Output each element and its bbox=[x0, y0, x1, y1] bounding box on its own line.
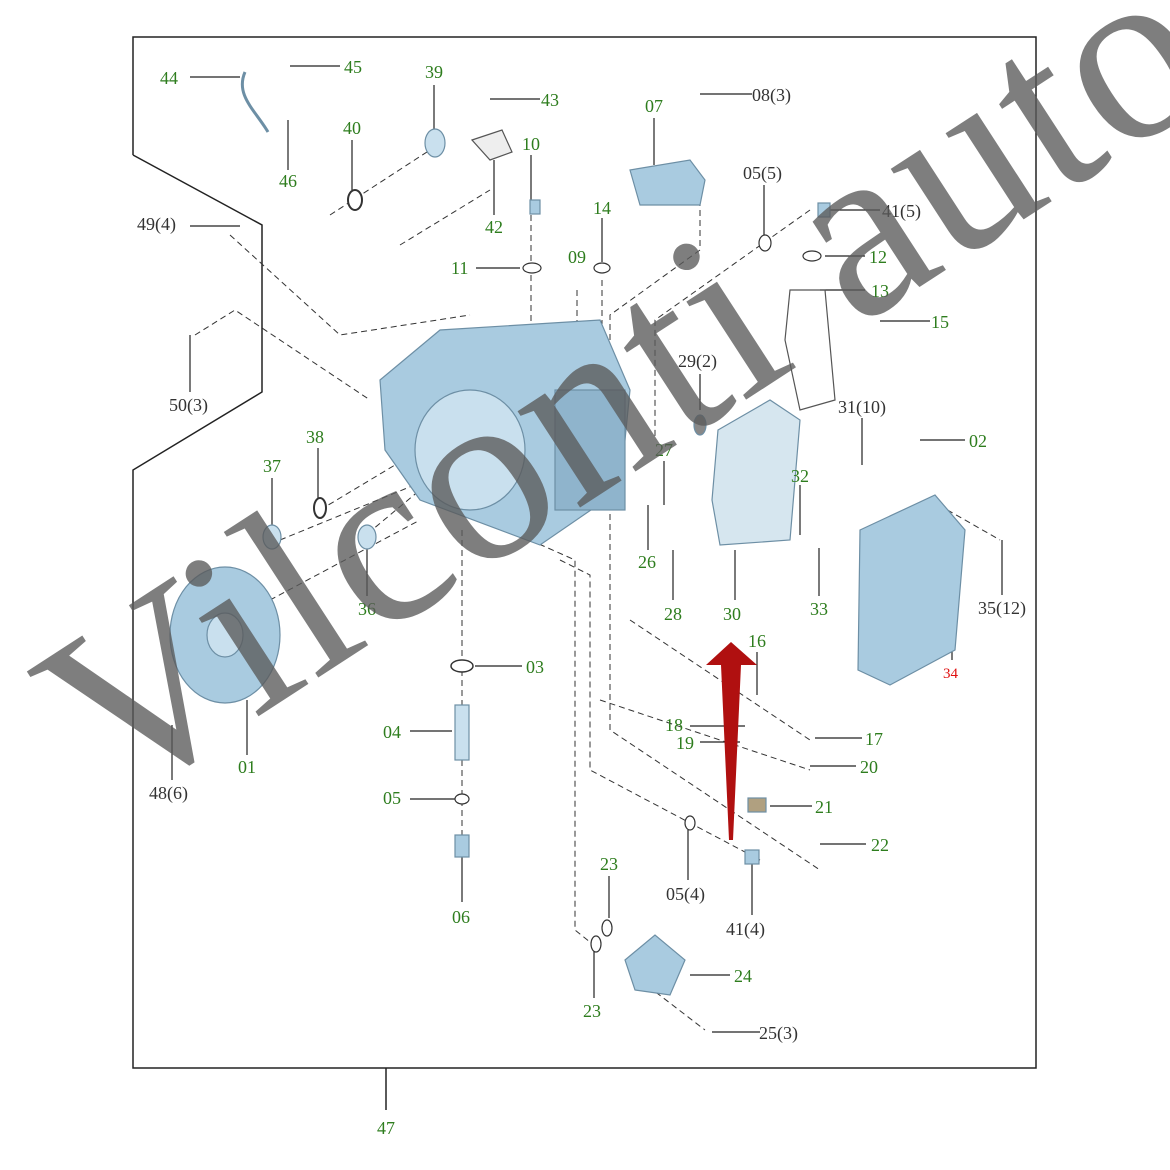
wiring-harness bbox=[784, 289, 836, 411]
part-label[interactable]: 33 bbox=[810, 599, 828, 619]
part-label[interactable]: 05 bbox=[383, 788, 401, 808]
part-label[interactable]: 08(3) bbox=[752, 85, 791, 105]
part-label[interactable]: 15 bbox=[931, 312, 949, 332]
part-label[interactable]: 41(4) bbox=[726, 919, 765, 939]
part-label[interactable]: 50(3) bbox=[169, 395, 208, 415]
part-label[interactable]: 26 bbox=[638, 552, 656, 572]
part-label[interactable]: 29(2) bbox=[678, 351, 717, 371]
part-label[interactable]: 05(4) bbox=[666, 884, 705, 904]
part-label[interactable]: 20 bbox=[860, 757, 878, 777]
part-label[interactable]: 12 bbox=[869, 247, 887, 267]
part-label[interactable]: 22 bbox=[871, 835, 889, 855]
part-label[interactable]: 41(5) bbox=[882, 201, 921, 221]
frame bbox=[132, 36, 1037, 1110]
part-label[interactable]: 09 bbox=[568, 247, 586, 267]
part-label[interactable]: 49(4) bbox=[137, 214, 176, 234]
part-label[interactable]: 25(3) bbox=[759, 1023, 798, 1043]
part-label[interactable]: 23 bbox=[600, 854, 618, 874]
part-label[interactable]: 13 bbox=[871, 281, 889, 301]
part-label[interactable]: 05(5) bbox=[743, 163, 782, 183]
part-label[interactable]: 38 bbox=[306, 427, 324, 447]
valve-body bbox=[711, 399, 801, 546]
oil-pan bbox=[857, 494, 966, 686]
part-label[interactable]: 46 bbox=[279, 171, 297, 191]
part-label[interactable]: 03 bbox=[526, 657, 544, 677]
part-label[interactable]: 16 bbox=[748, 631, 766, 651]
part-label[interactable]: 23 bbox=[583, 1001, 601, 1021]
part-label[interactable]: 07 bbox=[645, 96, 663, 116]
control-module bbox=[629, 159, 706, 206]
part-label[interactable]: 47 bbox=[377, 1118, 395, 1138]
part-label[interactable]: 30 bbox=[723, 604, 741, 624]
part-label[interactable]: 27 bbox=[655, 440, 673, 460]
part-label[interactable]: 24 bbox=[734, 966, 752, 986]
part-label[interactable]: 48(6) bbox=[149, 783, 188, 803]
part-label[interactable]: 14 bbox=[593, 198, 611, 218]
part-label-highlighted[interactable]: 34 bbox=[943, 666, 958, 682]
part-label[interactable]: 35(12) bbox=[978, 598, 1026, 618]
part-label[interactable]: 17 bbox=[865, 729, 883, 749]
parts bbox=[169, 71, 966, 996]
part-label[interactable]: 43 bbox=[541, 90, 559, 110]
part-label[interactable]: 06 bbox=[452, 907, 470, 927]
part-label[interactable]: 45 bbox=[344, 57, 362, 77]
part-label[interactable]: 10 bbox=[522, 134, 540, 154]
part-label[interactable]: 18 bbox=[665, 715, 683, 735]
part-label[interactable]: 42 bbox=[485, 217, 503, 237]
part-label[interactable]: 36 bbox=[358, 599, 376, 619]
part-label[interactable]: 19 bbox=[676, 733, 694, 753]
part-label[interactable]: 21 bbox=[815, 797, 833, 817]
part-label[interactable]: 28 bbox=[664, 604, 682, 624]
part-label[interactable]: 01 bbox=[238, 757, 256, 777]
part-label[interactable]: 04 bbox=[383, 722, 401, 742]
part-label[interactable]: 37 bbox=[263, 456, 281, 476]
red-arrow-icon bbox=[706, 642, 757, 840]
solenoid-24 bbox=[624, 934, 686, 996]
part-label[interactable]: 02 bbox=[969, 431, 987, 451]
part-label[interactable]: 32 bbox=[791, 466, 809, 486]
part-label[interactable]: 40 bbox=[343, 118, 361, 138]
part-label[interactable]: 31(10) bbox=[838, 397, 886, 417]
part-label[interactable]: 44 bbox=[160, 68, 178, 88]
part-label[interactable]: 39 bbox=[425, 62, 443, 82]
part-label[interactable]: 11 bbox=[451, 258, 469, 278]
